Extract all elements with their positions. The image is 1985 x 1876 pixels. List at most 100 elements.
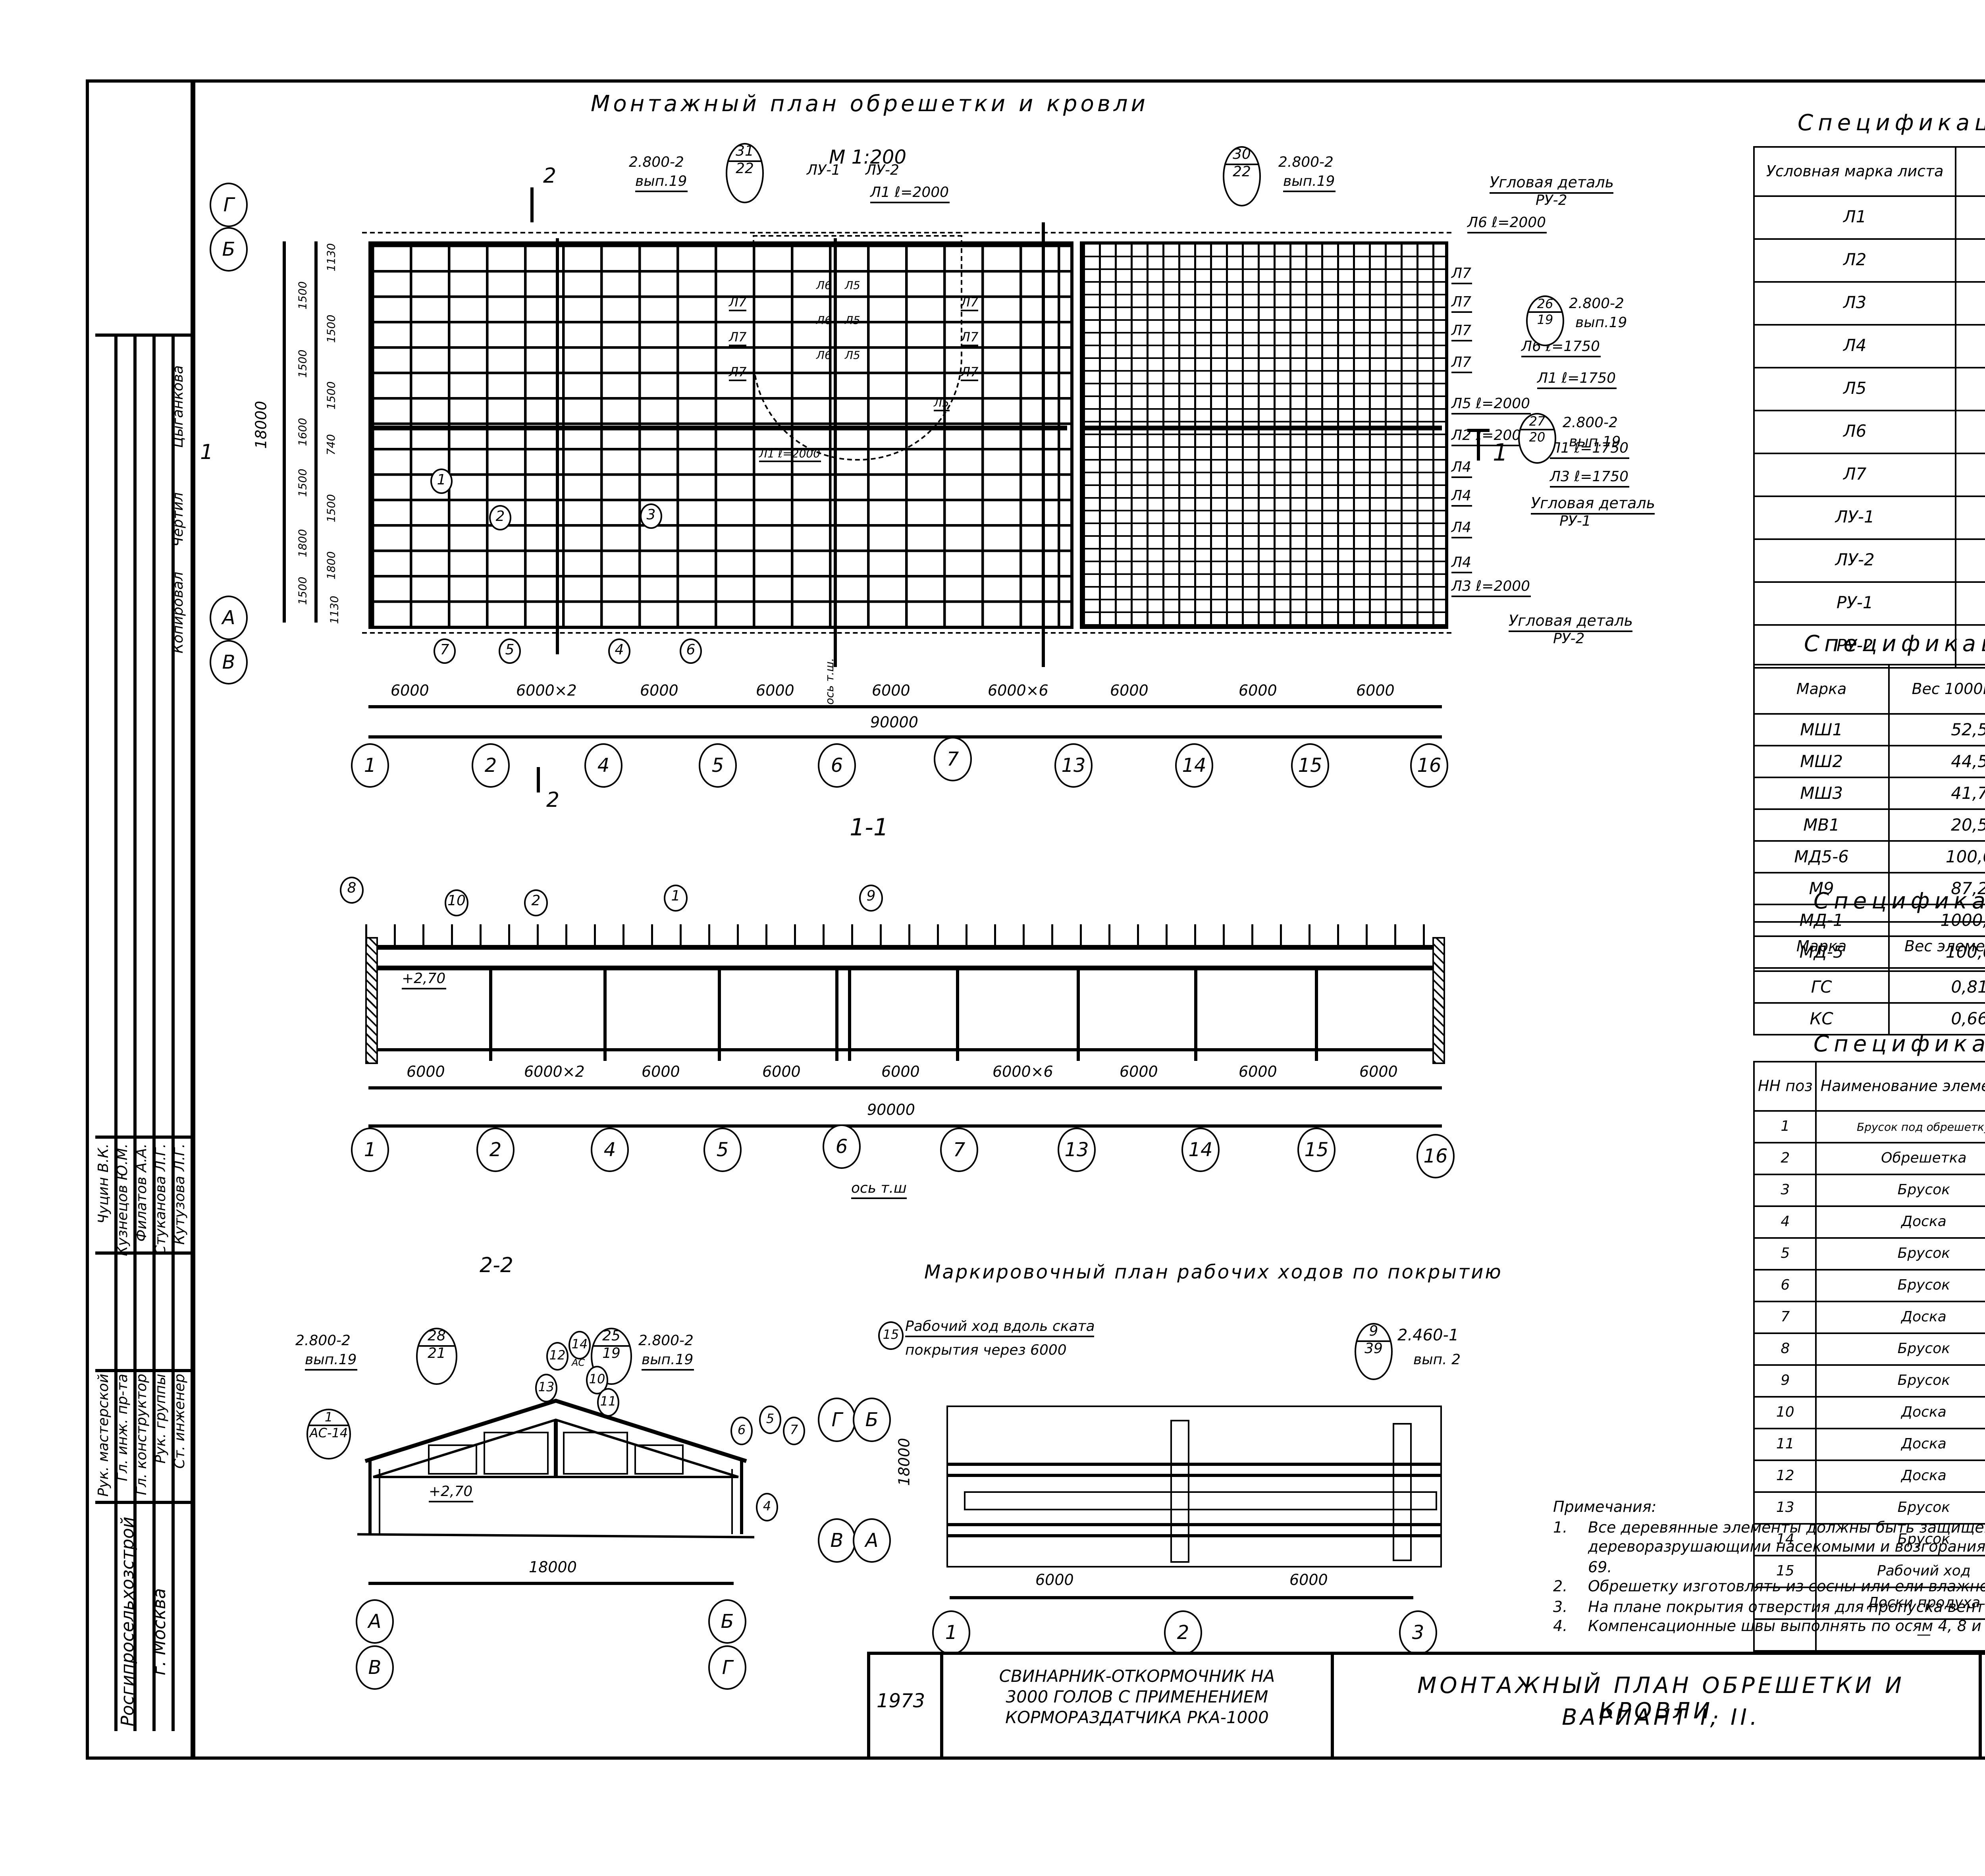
table-row: 7Доска60×1501507280,98	[1753, 1301, 1985, 1334]
spec-steel-table: Марка Вес элемента кг Колич шт Общий вес…	[1753, 921, 1985, 1035]
height-dim-line	[283, 241, 285, 623]
table-row: Л2▯УВ-7,5-К ℓ=1750 / ℓ=200040 / 170—"—	[1753, 238, 1985, 283]
pos-marker-6: 6	[680, 638, 702, 664]
spec-wood-table: НН поз Наименование элементов Сечение b×…	[1753, 1061, 1985, 1652]
table-row: Л1▯УВ-7,5-К ℓ=200040ГОСТ 16233-70	[1753, 195, 1985, 240]
axis-note: ось т.ш	[851, 1182, 907, 1199]
pos-marker-2: 2	[489, 505, 511, 530]
overall-dim-line	[368, 735, 1442, 738]
table-row: 13Брусок100×50502480,06	[1753, 1491, 1985, 1525]
leader-label: ЛУ-1	[807, 164, 840, 179]
roof-plan-scale: М 1:200	[829, 146, 906, 168]
pos-marker-1: 1	[430, 469, 453, 494]
leader-label: Л1 ℓ=2000	[870, 186, 949, 203]
walkway-plan-drawing	[946, 1406, 1442, 1568]
table-row: ГС0,81360291,6Серия 2.800-2 вып. 19	[1753, 970, 1985, 1004]
table-row: ЛУ-1⌒ЛУ-164—"—	[1753, 496, 1985, 540]
table-header-row: Условная марка листа Эскиз Марка по ГОСТ…	[1753, 146, 1985, 197]
table-row: РУ-2—"—РУ-216—"—	[1753, 624, 1985, 669]
table-row: 14Брусок40×70354,4 п.м—0,99	[1753, 1523, 1985, 1556]
axis-row-G: Г	[210, 183, 248, 227]
table-header-row: НН поз Наименование элементов Сечение b×…	[1753, 1061, 1985, 1112]
table-row: 6Брусок80×70347,6 п.м—1,95	[1753, 1269, 1985, 1302]
marker-10: 10	[445, 889, 468, 916]
stamp-role: Рук. мастерской	[97, 1374, 113, 1497]
table-header-row: Марка Вес элемента кг Колич шт Общий вес…	[1753, 921, 1985, 972]
elevation-mark: +2,70	[402, 972, 446, 989]
section-1-1-drawing	[365, 905, 1445, 1064]
sheet-cut-sketch-icon: ▯	[1955, 324, 1985, 368]
tb-year: 1973	[877, 1690, 925, 1712]
axis-row-V: В	[210, 640, 248, 684]
notes-title: Примечания:	[1553, 1499, 1657, 1517]
left-stamp-divider	[191, 79, 195, 1756]
axis-row-A: А	[210, 596, 248, 640]
section-1-1-axes: 1 2 4 5 6 7 13 14 15 16	[0, 1124, 1588, 1178]
note-item: 1.Все деревянные элементы должны быть за…	[1553, 1519, 1985, 1576]
table-row: Л3▯—"—40 / 170—"—	[1753, 281, 1985, 326]
table-row: 8Брусок60×70148,8 п.м—0,62	[1753, 1332, 1985, 1366]
tb-project-name: Свинарник-откормочник на 3000 голов с пр…	[999, 1668, 1275, 1728]
note-item: 2.Обрешетку изготовлять из сосны или ели…	[1553, 1579, 1985, 1596]
section-mark-2-top	[530, 187, 534, 222]
span-18000: 18000	[529, 1560, 577, 1577]
section-1-1-title: 1-1	[850, 813, 888, 842]
spec-steel-title: Спецификация стальных элементов	[1813, 889, 1985, 915]
marker-1: 1	[664, 885, 688, 912]
table-row: Л5▯УВ-7,5-К ℓ=1750 / ℓ=200040 / 170—"—	[1753, 367, 1985, 411]
note-item: 4.Компенсационные швы выполнять по осям …	[1553, 1618, 1985, 1636]
notes-block: Примечания: 1.Все деревянные элементы до…	[1553, 1499, 1985, 1638]
marker-15: 15	[878, 1321, 904, 1350]
sheet-sketch-icon: ▯	[1955, 367, 1985, 411]
stamp-top-label: Цыганкова	[172, 365, 187, 448]
span-dim-line	[368, 705, 1442, 708]
stamp-role: Гл. инж. пр-та	[116, 1374, 132, 1481]
section-mark-1-right: 1	[1493, 438, 1508, 467]
marker-9: 9	[859, 885, 883, 912]
walkway-plan-title: Маркировочный план рабочих ходов по покр…	[924, 1261, 1503, 1283]
table-row: КС0,6642,64	[1753, 1002, 1985, 1035]
stamp-city: г. Москва	[149, 1588, 170, 1675]
table-row: РУ-1┘РУ-132—"—	[1753, 581, 1985, 626]
stamp-organization: Росгипросельхозстрой	[118, 1517, 138, 1726]
table-row: 11Доска50×1008001240,46	[1753, 1428, 1985, 1461]
stamp-role: Рук. группы	[154, 1374, 170, 1464]
pos-marker-5: 5	[499, 638, 521, 664]
axis-row-B: Б	[210, 227, 248, 272]
ridge-sketch-icon: ⌒	[1955, 496, 1985, 540]
stamp-top-label: Копировал	[172, 572, 187, 654]
spec-fasteners-title: Спецификация крепежных элементов	[1804, 632, 1985, 657]
section-mark-1-left: 1	[200, 442, 214, 465]
title-block: 1973 Свинарник-откормочник на 3000 голов…	[867, 1652, 1985, 1756]
tb-drawing-title: Монтажный план обрешетки и кровли.	[1417, 1674, 1905, 1725]
marker-2: 2	[524, 889, 548, 916]
roof-plan-title: Монтажный план обрешетки и кровли	[591, 92, 1149, 118]
sheet-border	[86, 79, 1985, 1760]
spec-asbestos-table: Условная марка листа Эскиз Марка по ГОСТ…	[1753, 146, 1985, 669]
table-header-row: Марка Вес 1000шт кг Колич. шт Общий вес …	[1753, 664, 1985, 715]
table-row: Л4▯УВ-7,5К ℓ=1750640—"—	[1753, 324, 1985, 368]
table-row: Доски продухаδ=19——4,66	[1753, 1587, 1985, 1620]
table-row: 9Брусок70×70148,8 п.м—0,74	[1753, 1364, 1985, 1398]
ridge-sheet-zone	[753, 235, 962, 461]
overall-length-dim: 90000	[870, 715, 918, 732]
table-row: 3Брусок50×7010014400,50	[1753, 1174, 1985, 1207]
note-item: 3.На плане покрытия отверстия для пропус…	[1553, 1598, 1985, 1616]
axis-note: ось т.ш.	[823, 658, 836, 705]
pos-marker-4: 4	[608, 638, 630, 664]
tb-drawing-variant: Вариант I, II.	[1562, 1706, 1760, 1731]
